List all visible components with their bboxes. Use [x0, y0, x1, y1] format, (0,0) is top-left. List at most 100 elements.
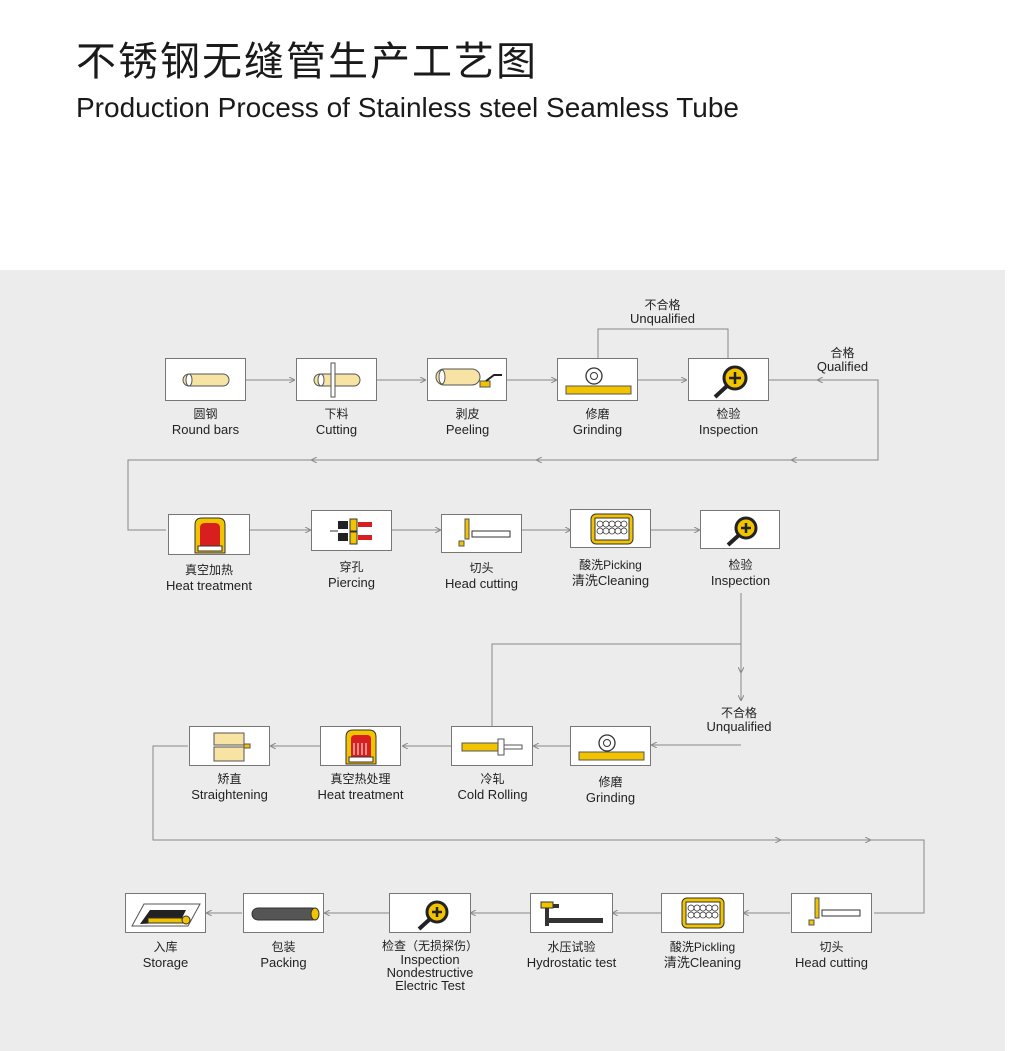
magnifier-icon [726, 516, 758, 547]
qualified-return-line [127, 379, 879, 531]
qualified-to-cold-rolling [491, 643, 741, 726]
step-en: Round bars [171, 422, 240, 437]
pickling-tank-icon [590, 513, 634, 545]
unqualified-en: Unqualified [629, 311, 696, 326]
label-inspection-2: 检验 Inspection [685, 558, 796, 588]
step-packing [243, 893, 324, 933]
label-round-bars: 圆钢 Round bars [150, 407, 261, 437]
unqualified-en: Unqualified [706, 719, 772, 734]
step-cn: 切头 [469, 561, 494, 575]
step-cn: 真空热处理 [330, 772, 391, 786]
furnace-icon [345, 729, 377, 765]
step-en-3: Electric Test [395, 978, 465, 993]
label-ndt-inspection: 检查（无损探伤） Inspection Nondestructive Elect… [360, 939, 500, 993]
step-en-1: Inspection [400, 952, 460, 967]
step-cn: 修磨 [585, 407, 610, 421]
round-bar-icon [182, 373, 230, 387]
step-grinding-1 [557, 358, 638, 401]
step-heat-treatment-1 [168, 514, 250, 555]
unqualified-label-1: 不合格 Unqualified [610, 298, 715, 326]
step-straightening [189, 726, 270, 766]
tube-bundle-icon [251, 907, 320, 921]
piercing-mill-icon [330, 518, 372, 545]
label-head-cutting-2: 切头 Head cutting [776, 940, 887, 970]
step-en: Heat treatment [166, 578, 252, 593]
step-grinding-2 [570, 726, 651, 766]
label-head-cutting-1: 切头 Head cutting [426, 561, 537, 591]
grinding-wheel-icon [578, 734, 645, 761]
step-text-1: 酸洗Pickling [669, 940, 736, 954]
straightening-to-row4 [152, 745, 925, 914]
step-cn: 检验 [728, 558, 753, 572]
step-cn: 冷轧 [480, 772, 505, 786]
right-edge-strip [1005, 0, 1010, 1051]
warehouse-icon [131, 903, 201, 927]
page-title-english: Production Process of Stainless steel Se… [76, 92, 740, 123]
step-cn: 圆钢 [193, 407, 218, 421]
step-text-1: 酸洗Picking [579, 558, 642, 572]
step-peeling [427, 358, 507, 401]
step-en: Grinding [585, 790, 636, 805]
step-cn: 修磨 [598, 775, 623, 789]
magnifier-icon [713, 365, 748, 399]
step-en: Straightening [191, 787, 268, 802]
step-en: Packing [260, 955, 307, 970]
label-storage: 入库 Storage [110, 940, 221, 970]
step-pickling-2 [661, 893, 744, 933]
label-peeling: 剥皮 Peeling [412, 407, 523, 437]
step-cn: 包装 [271, 940, 296, 954]
qualified-label: 合格 Qualified [805, 346, 880, 374]
step-round-bars [165, 358, 246, 401]
step-storage [125, 893, 206, 933]
step-head-cutting-1 [441, 514, 522, 553]
step-heat-treatment-2 [320, 726, 401, 766]
unqualified-cn: 不合格 [720, 706, 757, 720]
step-head-cutting-2 [791, 893, 872, 933]
straightener-icon [213, 732, 251, 762]
label-straightening: 矫直 Straightening [174, 772, 285, 802]
qualified-cn: 合格 [830, 346, 855, 360]
step-piercing [311, 510, 392, 551]
step-en: Inspection [710, 573, 771, 588]
label-hydrostatic-test: 水压试验 Hydrostatic test [510, 940, 633, 970]
label-heat-treatment-1: 真空加热 Heat treatment [150, 563, 268, 593]
label-cutting: 下料 Cutting [281, 407, 392, 437]
peeling-tool-icon [435, 368, 502, 388]
page-title-chinese: 不锈钢无缝管生产工艺图 [76, 39, 538, 85]
step-pickling-1 [570, 509, 651, 548]
step-inspection-2 [700, 510, 780, 549]
label-grinding-1: 修磨 Grinding [542, 407, 653, 437]
step-cn: 真空加热 [184, 563, 233, 577]
step-en: Head cutting [795, 955, 868, 970]
step-en-2: Nondestructive [386, 965, 474, 980]
step-cn: 检查（无损探伤） [381, 939, 478, 953]
step-inspection-1 [688, 358, 769, 401]
head-cut-icon [808, 897, 861, 926]
step-cutting [296, 358, 377, 401]
step-text-2: 清洗Cleaning [663, 955, 742, 970]
step-en: Grinding [572, 422, 623, 437]
step-en: Cutting [315, 422, 358, 437]
step-ndt-inspection [389, 893, 471, 933]
label-inspection-1: 检验 Inspection [673, 407, 784, 437]
label-packing: 包装 Packing [228, 940, 339, 970]
step-cn: 入库 [153, 940, 178, 954]
step-en: Cold Rolling [457, 787, 528, 802]
label-pickling-2: 酸洗Pickling 清洗Cleaning [642, 940, 763, 970]
label-cold-rolling: 冷轧 Cold Rolling [437, 772, 548, 802]
step-cn: 穿孔 [339, 560, 364, 574]
step-en: Head cutting [445, 576, 518, 591]
step-hydrostatic-test [530, 893, 613, 933]
step-en: Inspection [698, 422, 759, 437]
step-cn: 下料 [324, 407, 349, 421]
step-en: Piercing [328, 575, 375, 590]
saw-cutting-icon [313, 362, 361, 398]
pickling-tank-icon [681, 897, 725, 929]
qualified-en: Qualified [816, 359, 869, 374]
step-cn: 剥皮 [455, 407, 480, 421]
label-piercing: 穿孔 Piercing [296, 560, 407, 590]
label-pickling-1: 酸洗Picking 清洗Cleaning [550, 558, 671, 588]
step-en: Peeling [445, 422, 490, 437]
furnace-icon [194, 517, 226, 554]
